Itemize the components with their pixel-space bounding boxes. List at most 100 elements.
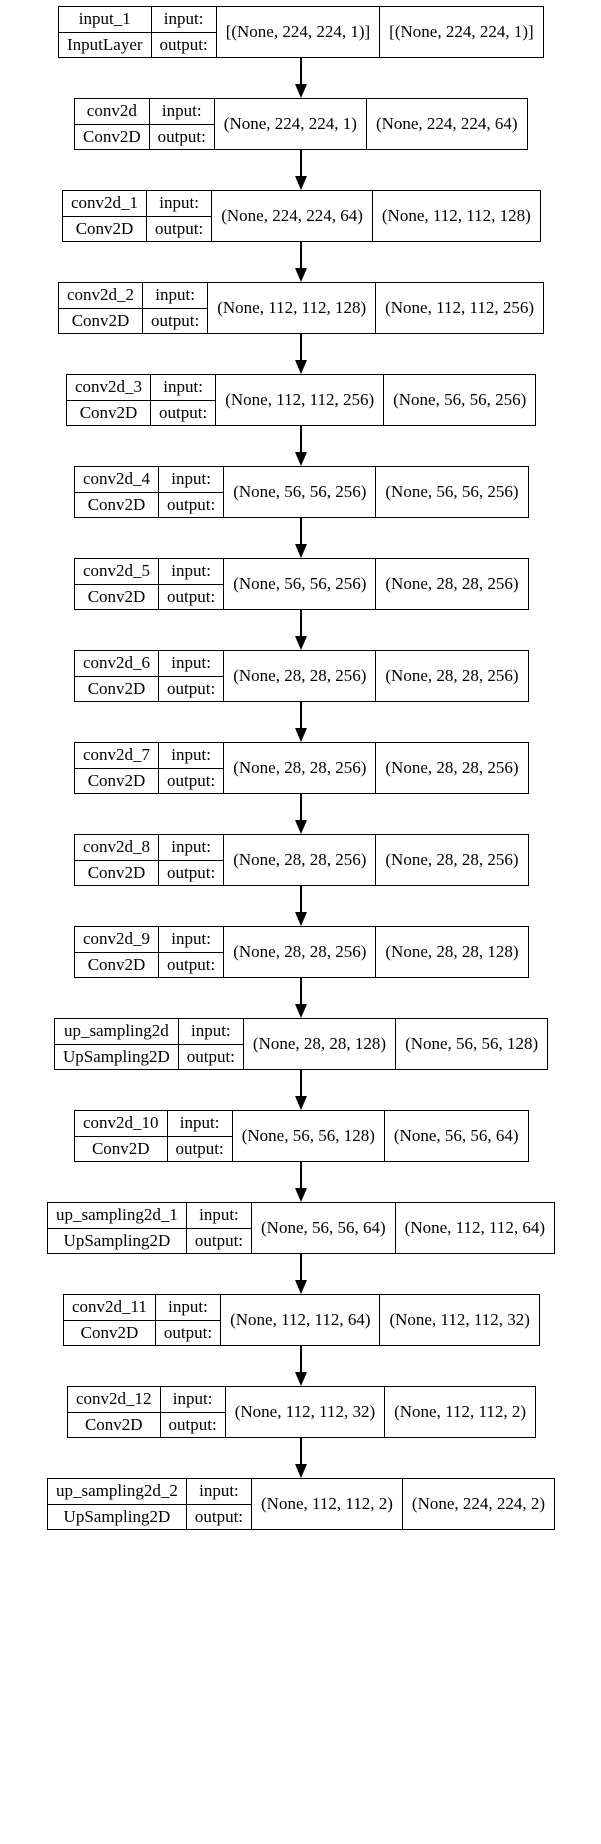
arrow-shaft: [300, 702, 302, 729]
output-shape: (None, 56, 56, 64): [393, 1126, 519, 1145]
arrow-head: [295, 544, 307, 558]
output-label: output:: [194, 1230, 244, 1250]
arrow-shaft: [300, 334, 302, 361]
layer-type: Conv2D: [87, 678, 146, 698]
output-label: output:: [159, 402, 208, 422]
output-shape: (None, 224, 224, 64): [375, 114, 518, 133]
output-label: output:: [151, 310, 200, 330]
arrow-head: [295, 1280, 307, 1294]
output-shape: (None, 28, 28, 256): [385, 758, 519, 777]
arrow-shaft: [300, 1346, 302, 1373]
layer-name: up_sampling2d: [55, 1019, 178, 1045]
input-shape: [(None, 224, 224, 1)]: [217, 7, 381, 57]
arrow-shaft: [300, 518, 302, 545]
layer-type: Conv2D: [83, 126, 141, 146]
layer-name: conv2d_6: [75, 651, 159, 677]
arrow-shaft: [300, 1162, 302, 1189]
io-label-column: input:output:: [186, 1479, 253, 1529]
input-shape: (None, 56, 56, 256): [224, 559, 377, 609]
layer-name: conv2d_7: [75, 743, 159, 769]
layer-name: conv2d_9: [75, 927, 159, 953]
io-label-column: input:output:: [155, 1295, 222, 1345]
io-label-column: input:output:: [186, 1203, 253, 1253]
input-label: input:: [143, 283, 208, 309]
layer-name: conv2d_3: [67, 375, 151, 401]
arrow-head: [295, 1096, 307, 1110]
input-shape: (None, 224, 224, 64): [212, 191, 373, 241]
arrow-head: [295, 636, 307, 650]
input-shape: (None, 28, 28, 128): [244, 1019, 397, 1069]
output-shape: (None, 112, 112, 128): [381, 206, 531, 225]
arrow-head: [295, 1464, 307, 1478]
layer-type: UpSampling2D: [63, 1506, 171, 1526]
layer-type: Conv2D: [87, 586, 146, 606]
input-label: input:: [159, 651, 224, 677]
arrow-head: [295, 820, 307, 834]
arrow-head: [295, 728, 307, 742]
arrow-shaft: [300, 978, 302, 1005]
layer-name: conv2d_2: [59, 283, 143, 309]
input-shape: (None, 112, 112, 32): [226, 1387, 386, 1437]
output-label: output:: [167, 862, 216, 882]
io-label-column: input:output:: [159, 559, 225, 609]
output-shape: (None, 56, 56, 256): [385, 482, 519, 501]
arrow-head: [295, 1372, 307, 1386]
io-label-column: input:output:: [149, 99, 215, 149]
layer-type: Conv2D: [87, 494, 146, 514]
layer-type: UpSampling2D: [63, 1046, 170, 1066]
output-shape: (None, 56, 56, 256): [393, 390, 527, 409]
io-label-column: input:output:: [159, 743, 225, 793]
layer-name: conv2d_11: [64, 1295, 155, 1321]
layer-type: Conv2D: [87, 954, 146, 974]
input-shape: (None, 112, 112, 64): [221, 1295, 381, 1345]
layer-type: UpSampling2D: [63, 1230, 171, 1250]
layer-type: Conv2D: [71, 310, 130, 330]
arrow-shaft: [300, 242, 302, 269]
layer-name: conv2d_12: [68, 1387, 160, 1413]
input-shape: (None, 112, 112, 256): [216, 375, 385, 425]
input-shape: (None, 224, 224, 1): [215, 99, 367, 149]
layer-type: Conv2D: [79, 402, 138, 422]
input-label: input:: [151, 7, 216, 33]
arrow-head: [295, 268, 307, 282]
input-shape: (None, 56, 56, 256): [224, 467, 377, 517]
layer-name: conv2d_8: [75, 835, 159, 861]
input-label: input:: [186, 1203, 252, 1229]
input-label: input:: [178, 1019, 243, 1045]
arrow-shaft: [300, 610, 302, 637]
output-shape: (None, 112, 112, 32): [389, 1310, 530, 1329]
arrow-head: [295, 1188, 307, 1202]
output-shape: (None, 112, 112, 64): [404, 1218, 546, 1237]
output-label: output:: [163, 1322, 213, 1342]
output-label: output:: [157, 126, 206, 146]
output-label: output:: [167, 586, 216, 606]
output-label: output:: [175, 1138, 224, 1158]
io-label-column: input:output:: [159, 835, 225, 885]
arrow-shaft: [300, 58, 302, 85]
layer-type: InputLayer: [67, 34, 143, 54]
output-shape: (None, 56, 56, 128): [405, 1034, 539, 1053]
output-shape: (None, 28, 28, 256): [385, 666, 519, 685]
layer-type: Conv2D: [80, 1322, 139, 1342]
input-shape: (None, 28, 28, 256): [224, 651, 377, 701]
arrow-head: [295, 1004, 307, 1018]
output-label: output:: [167, 954, 216, 974]
arrow-head: [295, 176, 307, 190]
